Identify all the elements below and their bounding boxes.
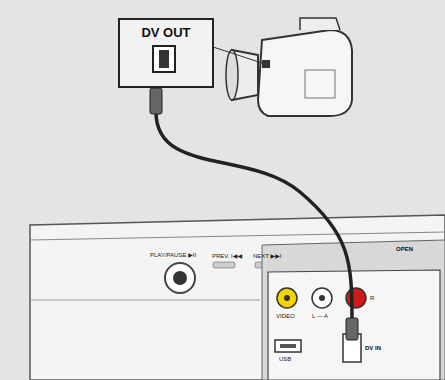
dv-cable xyxy=(156,112,352,320)
jack-panel xyxy=(268,270,440,380)
camcorder-handle xyxy=(300,18,340,30)
cable-plug xyxy=(346,318,358,340)
play-button xyxy=(165,263,195,293)
video-jack xyxy=(284,295,290,301)
camcorder-port xyxy=(262,60,270,68)
camcorder-lens xyxy=(226,50,238,100)
audio-jack xyxy=(319,295,325,301)
audio-jack xyxy=(312,288,332,308)
callout-box: DV OUT xyxy=(118,18,214,88)
panel-label: L — A xyxy=(312,313,328,319)
cable-plug xyxy=(150,88,162,114)
button xyxy=(213,262,235,268)
camcorder-panel xyxy=(305,70,335,98)
port-icon xyxy=(151,44,181,74)
panel-label: NEXT ▶▶I xyxy=(253,253,281,259)
panel-edge xyxy=(30,232,445,240)
play-button xyxy=(173,271,187,285)
usb-port xyxy=(275,340,301,352)
audio-jack xyxy=(346,288,366,308)
panel-label: OPEN xyxy=(396,246,413,252)
panel-label: DV IN xyxy=(365,345,381,351)
leader-line xyxy=(207,45,262,63)
recorder-body xyxy=(30,215,445,380)
port-label: DV OUT xyxy=(120,20,212,40)
video-jack xyxy=(277,288,297,308)
panel-edge xyxy=(30,300,260,301)
panel-label: PREV. I◀◀ xyxy=(212,253,242,259)
panel-label: PLAY/PAUSE ▶II xyxy=(150,252,196,258)
panel-label: USB xyxy=(279,356,291,362)
panel-label: R xyxy=(370,295,374,301)
usb-port xyxy=(280,344,296,348)
camcorder xyxy=(258,30,352,116)
panel-label: VIDEO xyxy=(276,313,295,319)
